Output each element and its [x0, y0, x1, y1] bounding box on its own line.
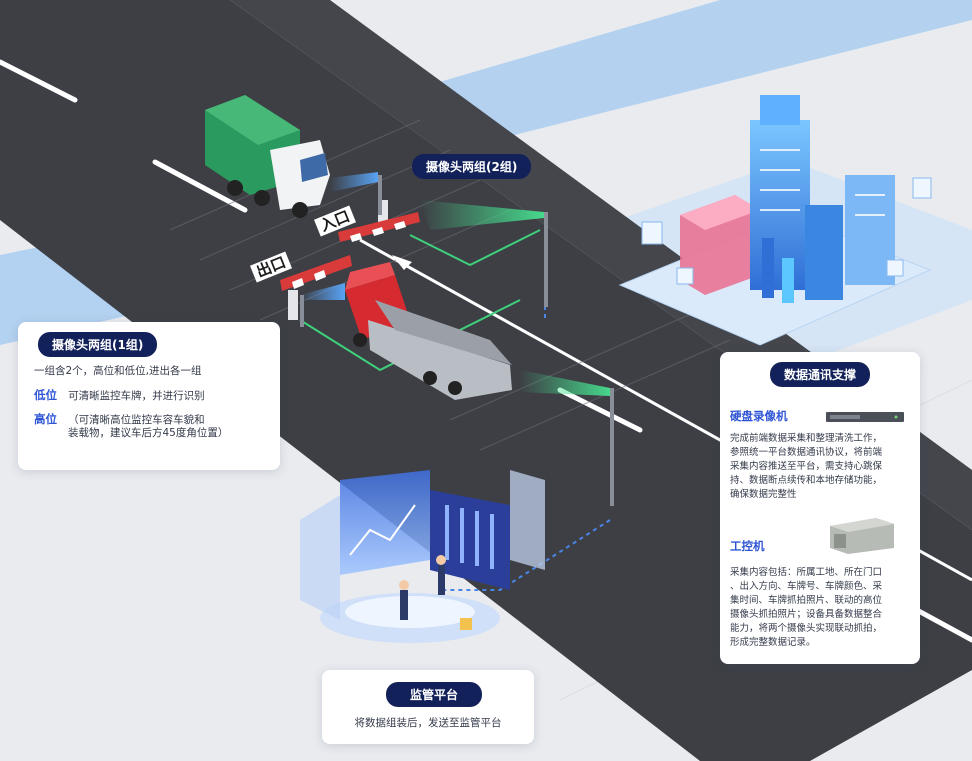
platform-title: 监管平台 — [386, 682, 483, 707]
high-position-desc-line-1: （可清晰高位监控车容车貌和 — [68, 414, 205, 426]
low-position-label: 低位 — [34, 388, 57, 402]
nvr-label: 硬盘录像机 — [730, 409, 788, 423]
camera-pole-lower — [300, 283, 614, 506]
data-comm-title: 数据通讯支撑 — [770, 362, 871, 387]
ipc-desc-line: 能力，将两个摄像头实现联动抓拍， — [730, 623, 883, 634]
ipc-description: 采集内容包括：所属工地、所在门口 、出入方向、车牌号、车牌颜色、采 集时间、车牌… — [730, 566, 914, 650]
nvr-desc-line: 确保数据完整性 — [730, 489, 797, 500]
high-position-row: 高位 （可清晰高位监控车容车貌和 — [34, 408, 205, 428]
platform-description: 将数据组装后，发送至监管平台 — [354, 717, 502, 729]
guide-lines — [299, 229, 541, 372]
nvr-desc-line: 参照统一平台数据通讯协议，将前端 — [730, 447, 883, 458]
camera-group-2-title: 摄像头两组(2组) — [412, 154, 532, 179]
ipc-label: 工控机 — [730, 539, 765, 553]
nvr-description: 完成前端数据采集和整理清洗工作， 参照统一平台数据通讯协议，将前端 采集内容推送… — [730, 432, 914, 502]
exit-barrier — [280, 255, 352, 320]
ipc-desc-line: 摄像头抓拍照片；设备具备数据整合 — [730, 609, 883, 620]
ipc-desc-line: 形成完整数据记录。 — [730, 637, 816, 648]
camera-pole-upper — [330, 172, 548, 307]
ipc-desc-line: 采集内容包括：所属工地、所在门口 — [730, 567, 883, 578]
nvr-device-icon — [826, 412, 904, 422]
camera-group-1-card: 摄像头两组(1组) 一组含2个，高位和低位,进出各一组 低位 可清晰监控车牌，并… — [18, 322, 280, 470]
glass-panel-top — [395, 0, 972, 165]
monitoring-platform-illustration — [300, 470, 545, 643]
high-position-desc-line-2: 装载物，建议车后方45度角位置） — [68, 427, 229, 439]
low-position-row: 低位 可清晰监控车牌，并进行识别 — [34, 384, 205, 404]
industrial-pc-icon — [830, 518, 894, 554]
direction-arrow — [392, 255, 412, 270]
camera-group-1-intro: 一组含2个，高位和低位,进出各一组 — [34, 365, 202, 377]
camera-group-1-title: 摄像头两组(1组) — [38, 332, 158, 357]
platform-card: 监管平台 将数据组装后，发送至监管平台 — [322, 670, 534, 744]
ipc-desc-line: 、出入方向、车牌号、车牌颜色、采 — [730, 581, 883, 592]
ipc-desc-line: 集时间、车牌抓拍照片、联动的高位 — [730, 595, 883, 606]
nvr-desc-line: 采集内容推送至平台，需支持心跳保 — [730, 461, 883, 472]
data-center-illustration — [618, 95, 932, 346]
red-truck — [345, 262, 512, 400]
garbage-truck — [205, 95, 330, 218]
nvr-desc-line: 完成前端数据采集和整理清洗工作， — [730, 433, 883, 444]
entrance-barrier — [338, 200, 420, 242]
lane-markings — [0, 59, 972, 643]
data-comm-card: 数据通讯支撑 硬盘录像机 完成前端数据采集和整理清洗工作， 参照统一平台数据通讯… — [720, 352, 920, 664]
nvr-desc-line: 持、数据断点续传和本地存储功能， — [730, 475, 883, 486]
high-position-label: 高位 — [34, 412, 57, 426]
guide-line-blue — [440, 290, 611, 591]
low-position-desc: 可清晰监控车牌，并进行识别 — [68, 390, 205, 402]
